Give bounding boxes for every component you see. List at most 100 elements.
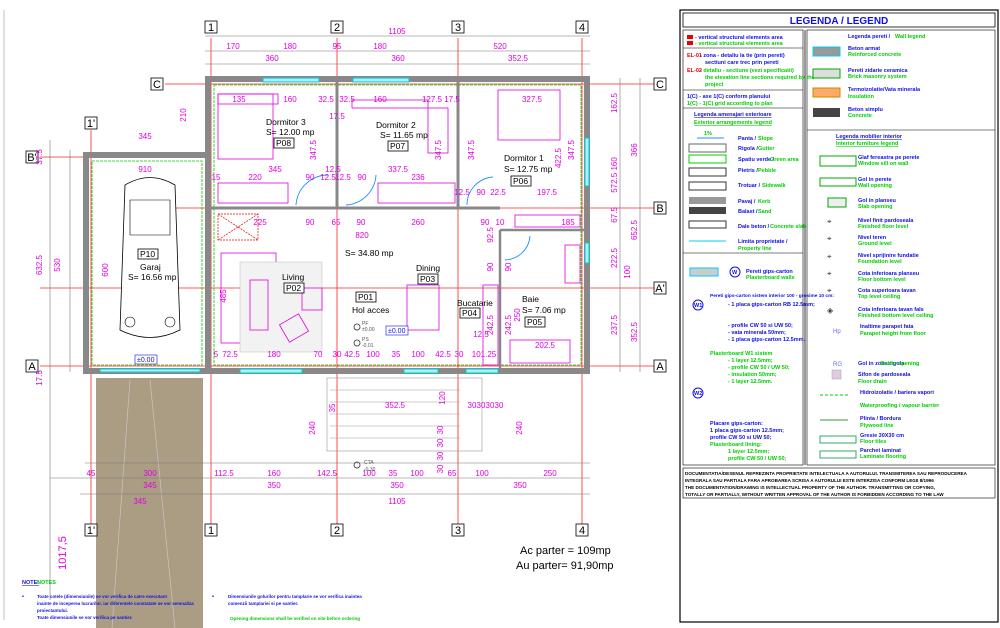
drawing-text: Panta /	[738, 136, 757, 142]
drawing-text: 37.5	[35, 149, 44, 165]
drawing-text: 350	[267, 481, 281, 490]
drawing-text: 1105	[388, 27, 406, 36]
drawing-text: 652.5	[630, 219, 639, 240]
drawing-text: 347.5	[567, 139, 576, 160]
drawing-text: Pavaj /	[738, 199, 756, 205]
drawing-text: ±0.00	[388, 328, 406, 335]
drawing-text: ⌖	[827, 269, 832, 278]
drawing-text: A'	[655, 283, 664, 295]
drawing-text: 520	[493, 42, 507, 51]
drawing-text: S= 11.65 mp	[380, 130, 428, 140]
drawing-text: 100	[362, 469, 376, 478]
drawing-text: P03	[420, 274, 435, 284]
drawing-text: Pereti gips-carton	[746, 269, 793, 275]
drawing-text: - zona - detaliu la tie (prin pereti)	[700, 53, 785, 59]
drawing-text: 160	[267, 469, 281, 478]
drawing-text: 35	[392, 350, 401, 359]
drawing-text: Gutter	[758, 146, 775, 152]
drawing-text: Plywood line	[860, 423, 894, 429]
drawing-text: 1'	[87, 118, 95, 130]
drawing-text: Dining	[416, 263, 440, 273]
drawing-text: Floor tiles	[860, 439, 886, 445]
drawing-text: 90	[306, 173, 315, 182]
drawing-text: ±0.00	[362, 327, 375, 333]
drawing-text: 67.5	[610, 207, 619, 223]
drawing-text: Exterior arrangements legend	[694, 120, 772, 126]
drawing-text: PF	[362, 321, 368, 327]
drawing-text: inainte de inceperea lucrarilor, iar dif…	[37, 601, 194, 606]
copyright-notice: DOCUMENTATIA/DESENUL REPREZINTA PROPRIET…	[682, 467, 996, 499]
drawing-text: Brick masonry system	[848, 74, 907, 80]
drawing-text: 90	[358, 173, 367, 182]
notes: NOTE: NOTES • Toate cotele (dimensiunile…	[22, 580, 362, 621]
drawing-text: 12.5	[454, 188, 470, 197]
drawing-text: 347.5	[309, 139, 318, 160]
drawing-text: 142.5	[317, 469, 338, 478]
drawing-text: Laminate flooring	[860, 454, 906, 460]
drawing-text: Kerb	[758, 199, 771, 205]
drawing-text: 202.5	[535, 341, 556, 350]
drawing-text: 360	[265, 54, 279, 63]
drawing-text: 180	[283, 42, 297, 51]
drawing-text: 15	[212, 173, 221, 182]
drawing-text: 4	[579, 22, 585, 34]
drawing-text: 30	[436, 451, 445, 460]
drawing-text: 225	[253, 218, 267, 227]
drawing-text: Nivel finit pardoseala	[858, 218, 914, 224]
drawing-text: RG	[833, 362, 842, 368]
drawing-text: 530	[53, 258, 62, 272]
drawing-text: 250	[543, 469, 557, 478]
drawing-text: Sidewalk	[762, 183, 786, 189]
drawing-text: Wall opening	[858, 183, 892, 189]
drawing-text: ⌖	[827, 286, 832, 295]
drawing-text: P01	[358, 292, 373, 302]
drawing-text: ±0.00	[137, 357, 155, 364]
drawing-text: 197.5	[537, 188, 558, 197]
drawing-text: NOTE:	[22, 580, 39, 586]
drawing-text: C	[656, 79, 664, 91]
drawing-text: 70	[314, 350, 323, 359]
drawing-text: Gutter opening	[880, 361, 919, 367]
drawing-text: 65	[448, 469, 457, 478]
dimensions-bottom: 35 352.5 120 30 30 30 30 240 240 30 30 3…	[87, 391, 558, 506]
level-markers: ±0.00 ±0.00 PF±0.00 PS-0.01 CTA-0.30	[134, 321, 409, 473]
doors	[295, 174, 531, 261]
drawing-text: Opening dimensions shall be verified on …	[230, 616, 360, 621]
drawing-text: Toate cotele (dimensiunile) se vor verif…	[37, 594, 167, 599]
drawing-text: Gresie 30X30 cm	[860, 433, 904, 439]
drawing-text: 5	[214, 350, 219, 359]
drawing-text: P04	[462, 308, 477, 318]
drawing-text: P06	[513, 176, 528, 186]
drawing-text: - profile CW 50 / UW 50;	[728, 365, 790, 371]
drawing-text: 345	[133, 497, 147, 506]
drawing-text: EL-02	[687, 68, 702, 74]
drawing-text: 30	[477, 401, 486, 410]
drawing-text: Pebble	[758, 168, 776, 174]
drawing-text: 572.5 160	[610, 157, 619, 193]
drawing-text: - insulation 50mm;	[728, 372, 777, 378]
drawing-text: S= 12.00 mp	[266, 127, 315, 137]
drawing-text: 1%	[704, 131, 712, 137]
drawing-text: INTEGRALA SAU PARTIALA FARA APROBAREA SC…	[685, 478, 934, 483]
drawing-text: 1	[208, 525, 214, 537]
drawing-text: -0.30	[364, 467, 376, 473]
drawing-text: Beton simplu	[848, 107, 883, 113]
drawing-text: 100	[411, 350, 425, 359]
drawing-text: Limita proprietate /	[738, 239, 788, 245]
drawing-text: 352.5	[630, 321, 639, 342]
drawing-text: 236	[411, 173, 425, 182]
drawing-text: ◈	[827, 306, 834, 315]
drawing-text: 337.5	[388, 165, 409, 174]
drawing-text: 210	[179, 108, 188, 122]
drawing-text: 250	[513, 308, 522, 322]
legend-walls: Legenda pereti /Wall legend Beton armatR…	[812, 34, 925, 119]
drawing-text: - profile CW 50 si UW 50;	[728, 323, 793, 329]
dimensions-interior: 135 160 32.5 32.5 160 127.5 17.5 327.5 1…	[138, 95, 576, 359]
drawing-text: Bucatarie	[457, 298, 493, 308]
drawing-text: Concrete slab	[770, 224, 807, 230]
drawing-text: DOCUMENTATIA/DESENUL REPREZINTA PROPRIET…	[685, 471, 968, 476]
